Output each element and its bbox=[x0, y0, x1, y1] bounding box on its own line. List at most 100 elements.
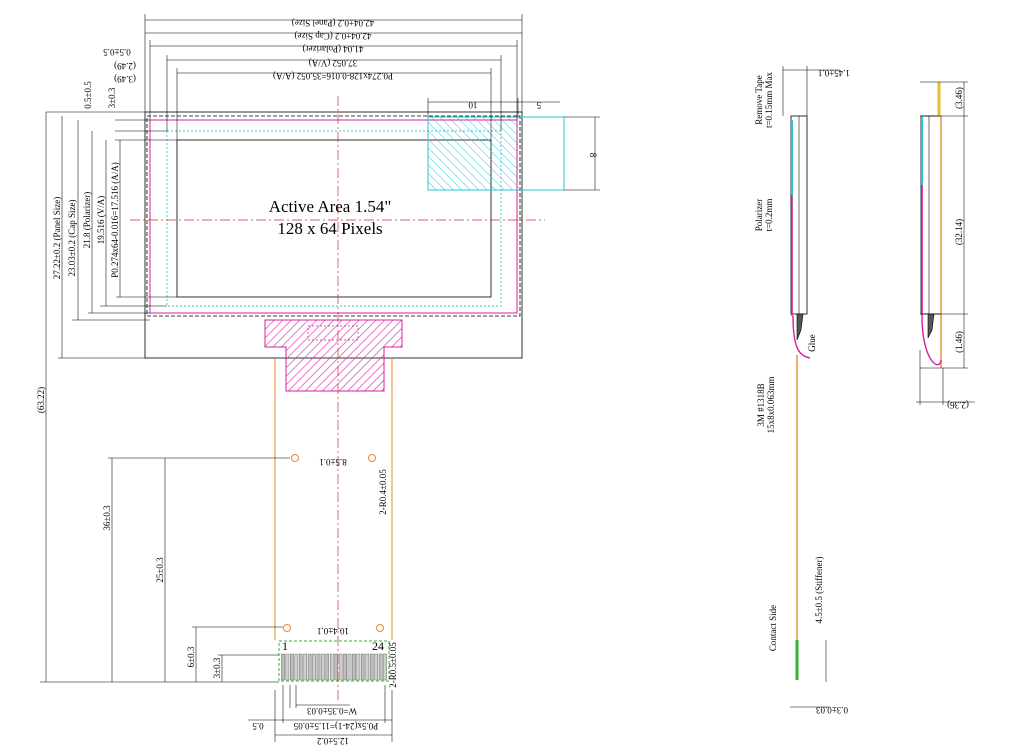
dim-left-25: 25±0.3 bbox=[155, 557, 165, 583]
side2-346: (3.46) bbox=[954, 87, 964, 109]
connector-pin bbox=[343, 653, 347, 681]
ic-chip-area bbox=[264, 319, 403, 392]
connector-pin bbox=[334, 653, 339, 681]
dim-left-panel: 27.22±0.2 (Panel Size) bbox=[52, 197, 62, 279]
dim-10: 10 bbox=[468, 100, 478, 110]
front-view bbox=[130, 96, 565, 700]
side1-tape: 3M #1318B bbox=[756, 383, 766, 426]
dim-left-total: (63.22) bbox=[36, 387, 46, 413]
fpc-total: 12.5±0.2 bbox=[317, 736, 349, 746]
side2-236: (2.36) bbox=[947, 400, 969, 410]
connector-pin bbox=[347, 653, 352, 681]
connector-pin bbox=[303, 653, 308, 681]
dim-left-05: 0.5±0.5 bbox=[83, 81, 93, 109]
side1-bottom: 0.3±0.03 bbox=[816, 705, 848, 715]
fpc-hole-r: 2-R0.4±0.05 bbox=[378, 469, 388, 515]
top-dimensions bbox=[144, 14, 600, 191]
connector-pin bbox=[338, 653, 343, 681]
connector-pin bbox=[298, 653, 303, 681]
side1-tape-size: 15x8x0.063mm bbox=[766, 377, 776, 434]
fpc-corner-r: 2-R0.5±0.05 bbox=[388, 642, 398, 688]
cyan-hatch-fill bbox=[428, 117, 518, 190]
connector-pin bbox=[383, 653, 387, 681]
fpc-corner-right bbox=[376, 624, 384, 632]
dim-left-3: 3±0.3 bbox=[107, 87, 117, 108]
connector-pin bbox=[290, 653, 294, 681]
cap-outline bbox=[146, 115, 521, 317]
dim-left-3b: 3±0.3 bbox=[212, 657, 222, 678]
side2-bend bbox=[921, 315, 942, 366]
connector-pin bbox=[281, 653, 285, 681]
side1-glue-label: Glue bbox=[807, 334, 817, 352]
dim-left-va: 19.516 (V/A) bbox=[96, 196, 106, 245]
dim-left-pol: 21.8 (Polarizer) bbox=[82, 192, 92, 248]
dim-panel-size: 42.04±0.2 (Panel Size) bbox=[292, 18, 374, 28]
pixels-title: 128 x 64 Pixels bbox=[277, 219, 382, 238]
connector-pin bbox=[285, 653, 290, 681]
side2-glue bbox=[927, 313, 935, 339]
dim-5: 5 bbox=[536, 100, 541, 110]
side-view-1 bbox=[782, 66, 840, 708]
connector-pin bbox=[365, 653, 370, 681]
fpc-pin1: 1 bbox=[282, 639, 288, 653]
connector-pin bbox=[356, 653, 361, 681]
side1-remove-tape-t: t=0.15mm Max bbox=[764, 71, 774, 128]
fpc-corner-left bbox=[283, 624, 291, 632]
side1-thickness: 1.45±0.1 bbox=[818, 68, 850, 78]
connector-pin bbox=[374, 653, 378, 681]
fpc-d05: 0.5 bbox=[252, 721, 264, 731]
dim-left-6: 6±0.3 bbox=[186, 646, 196, 667]
connector-pin bbox=[294, 653, 299, 681]
side1-remove-tape: Remove Tape bbox=[754, 75, 764, 124]
side2-3214: (32.14) bbox=[954, 219, 964, 245]
connector-pin bbox=[312, 653, 316, 681]
dim-aa: P0.274x128-0.016=35.052 (A/A) bbox=[273, 71, 393, 81]
fpc-hole-right bbox=[368, 454, 376, 462]
fpc-hole-left bbox=[291, 454, 299, 462]
fpc-d10: 10.4±0.1 bbox=[317, 626, 349, 636]
connector-pin bbox=[369, 653, 374, 681]
dim-left-cap: 23.03±0.2 (Cap Size) bbox=[67, 200, 77, 277]
fpc-hole-dist: 8.5±0.1 bbox=[319, 457, 346, 467]
connector-pin bbox=[361, 653, 365, 681]
side1-stiffener: 4.5±0.5 (Stiffener) bbox=[814, 556, 824, 623]
connector-pin bbox=[316, 653, 321, 681]
dim-left-aa: P0.274x64-0.016=17.516 (A/A) bbox=[110, 162, 120, 278]
fpc-pitch: P0.5x(24-1)=11.5±0.05 bbox=[293, 721, 378, 731]
dim-349: (3.49) bbox=[114, 74, 136, 84]
side1-contact-side: Contact Side bbox=[768, 605, 778, 651]
dim-polarizer: 41.04 (Polarizer) bbox=[303, 44, 364, 54]
fpc-dimensions bbox=[248, 685, 393, 742]
active-area-outline bbox=[176, 139, 492, 298]
connector-pin bbox=[330, 653, 334, 681]
fpc-width-w: W=0.35±0.03 bbox=[306, 706, 357, 716]
viewing-area-outline bbox=[166, 130, 502, 307]
dim-cap-size: 42.04±0.2 (Cap Size) bbox=[295, 31, 372, 41]
fpc-outline bbox=[274, 358, 393, 640]
connector-contacts bbox=[281, 653, 387, 681]
side2-146: (1.46) bbox=[954, 331, 964, 353]
side2-glass bbox=[920, 115, 942, 315]
side1-polarizer: Polarizer bbox=[754, 199, 764, 231]
side-view-2 bbox=[916, 81, 975, 405]
connector-pin bbox=[307, 653, 312, 681]
fpc-pin24: 24 bbox=[372, 639, 384, 653]
connector-pin bbox=[378, 653, 383, 681]
connector-pin bbox=[325, 653, 330, 681]
dim-va: 37.052 (V/A) bbox=[309, 58, 358, 68]
ic-chip-inner bbox=[307, 325, 359, 341]
side1-glue bbox=[796, 313, 804, 341]
connector-pin bbox=[321, 653, 325, 681]
dim-left-36: 36±0.3 bbox=[102, 505, 112, 531]
left-dimensions bbox=[40, 111, 290, 683]
active-area-title: Active Area 1.54" bbox=[269, 197, 392, 216]
connector-pin bbox=[352, 653, 356, 681]
connector-outline bbox=[278, 640, 390, 682]
dim-8: 8 bbox=[588, 153, 598, 158]
dim-top-05: 0.5±0.5 bbox=[103, 47, 131, 57]
side1-polarizer-t: t=0.2mm bbox=[764, 199, 774, 232]
polarizer-outline bbox=[149, 119, 518, 314]
dim-249: (2.49) bbox=[114, 61, 136, 71]
side1-bend bbox=[792, 315, 811, 359]
